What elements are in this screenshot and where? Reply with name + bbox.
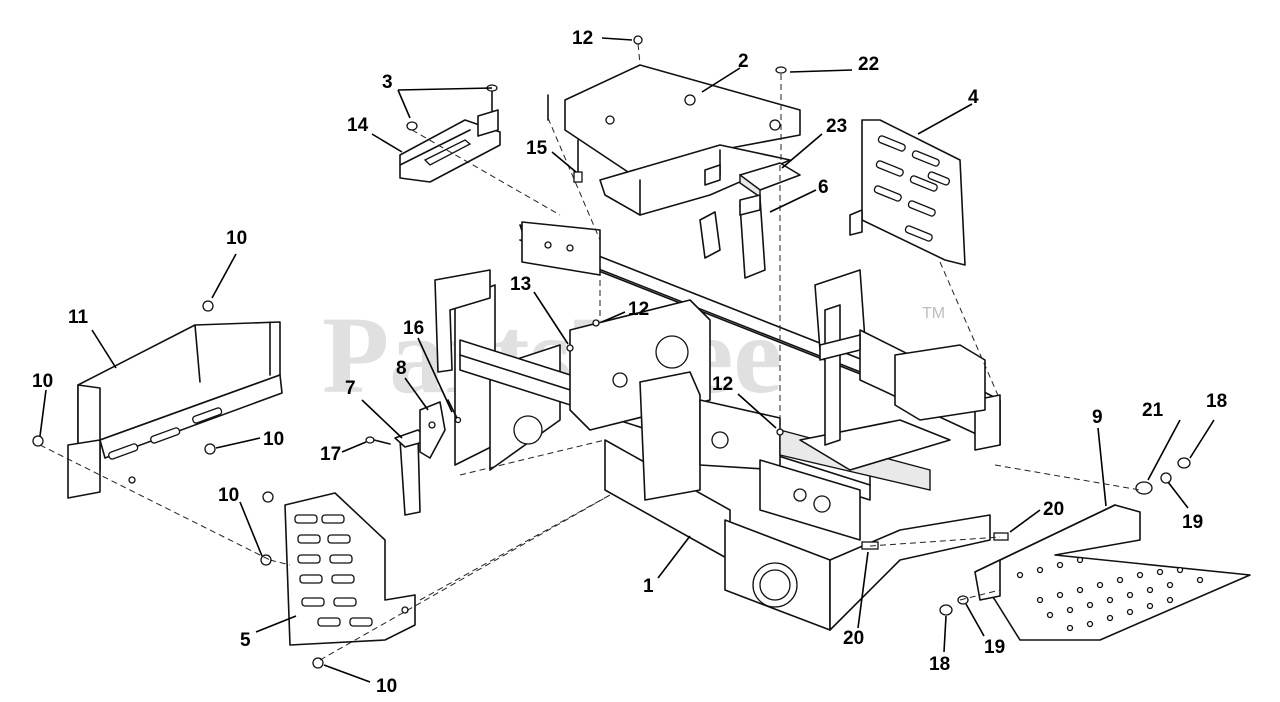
perforated-panel-part-5[interactable] xyxy=(284,492,416,646)
callout-20-a: 20 xyxy=(1043,499,1064,520)
assembly-lines xyxy=(39,43,1141,661)
nut-12-mid xyxy=(592,319,600,327)
nut-13 xyxy=(566,344,574,352)
callout-18-b: 18 xyxy=(929,654,950,675)
watermark-trademark: TM xyxy=(922,305,945,322)
nut-18-a xyxy=(1177,457,1191,469)
callout-2: 2 xyxy=(738,51,749,72)
spring-21 xyxy=(1135,481,1153,495)
callout-10-c: 10 xyxy=(263,429,284,450)
callout-labels: 12 2 22 3 4 14 23 15 6 10 13 12 11 16 10… xyxy=(32,28,1227,697)
callout-3: 3 xyxy=(382,72,393,93)
callout-1: 1 xyxy=(643,576,654,597)
callout-6: 6 xyxy=(818,177,829,198)
callout-7: 7 xyxy=(345,378,356,399)
callout-11: 11 xyxy=(68,307,89,328)
shield-part-11[interactable] xyxy=(67,321,283,499)
callout-23: 23 xyxy=(826,116,847,137)
top-panel-part-2[interactable] xyxy=(564,64,801,216)
nut-10-e xyxy=(260,554,272,566)
panel-4-slots xyxy=(873,135,951,242)
nut-10-d xyxy=(262,491,274,503)
callout-12-low: 12 xyxy=(712,374,733,395)
callout-13: 13 xyxy=(510,274,531,295)
callout-10-e: 10 xyxy=(376,676,397,697)
callout-14: 14 xyxy=(347,115,369,136)
washer-19-a xyxy=(1160,472,1172,484)
nut-10-c xyxy=(204,443,216,455)
stud-part-15[interactable] xyxy=(547,94,583,183)
callout-21: 21 xyxy=(1142,400,1164,421)
pin-part-16[interactable] xyxy=(447,399,462,424)
pad-part-23[interactable] xyxy=(739,162,801,199)
callout-15: 15 xyxy=(526,138,548,159)
bracket-part-6[interactable] xyxy=(699,194,766,279)
callout-10-d: 10 xyxy=(218,485,239,506)
callout-5: 5 xyxy=(240,630,251,651)
callout-16: 16 xyxy=(403,318,424,339)
callout-8: 8 xyxy=(396,358,407,379)
main-frame-part-1[interactable] xyxy=(434,221,1001,631)
callout-17: 17 xyxy=(320,444,341,465)
callout-20-b: 20 xyxy=(843,628,864,649)
callout-leaders xyxy=(39,37,1215,683)
bracket-part-14[interactable] xyxy=(399,109,501,183)
bolt-20-a xyxy=(993,532,1009,541)
nut-18-b xyxy=(939,604,953,616)
foot-plate-part-9[interactable] xyxy=(974,504,1251,641)
nut-10-b xyxy=(32,435,44,447)
callout-10-a: 10 xyxy=(226,228,247,249)
nut-12-top xyxy=(633,35,643,45)
washer-19-b xyxy=(957,595,969,605)
callout-22: 22 xyxy=(858,54,879,75)
callout-19-a: 19 xyxy=(1182,512,1203,533)
latch-part-8[interactable] xyxy=(419,401,446,459)
callout-4: 4 xyxy=(968,87,979,108)
callout-12-mid: 12 xyxy=(628,299,649,320)
foot-plate-holes xyxy=(1016,556,1204,632)
screw-part-17[interactable] xyxy=(365,436,391,445)
callout-18-a: 18 xyxy=(1206,391,1227,412)
nut-10-f xyxy=(312,657,324,669)
callout-19-b: 19 xyxy=(984,637,1005,658)
nut-10-a xyxy=(202,300,214,312)
callout-9: 9 xyxy=(1092,407,1103,428)
hardware-nuts-bolts xyxy=(32,35,1191,669)
perforated-panel-part-4[interactable] xyxy=(849,119,966,266)
nut-11 xyxy=(128,476,136,484)
bolt-part-22[interactable] xyxy=(775,66,787,160)
callout-10-b: 10 xyxy=(32,371,53,392)
callout-12-top: 12 xyxy=(572,28,593,49)
